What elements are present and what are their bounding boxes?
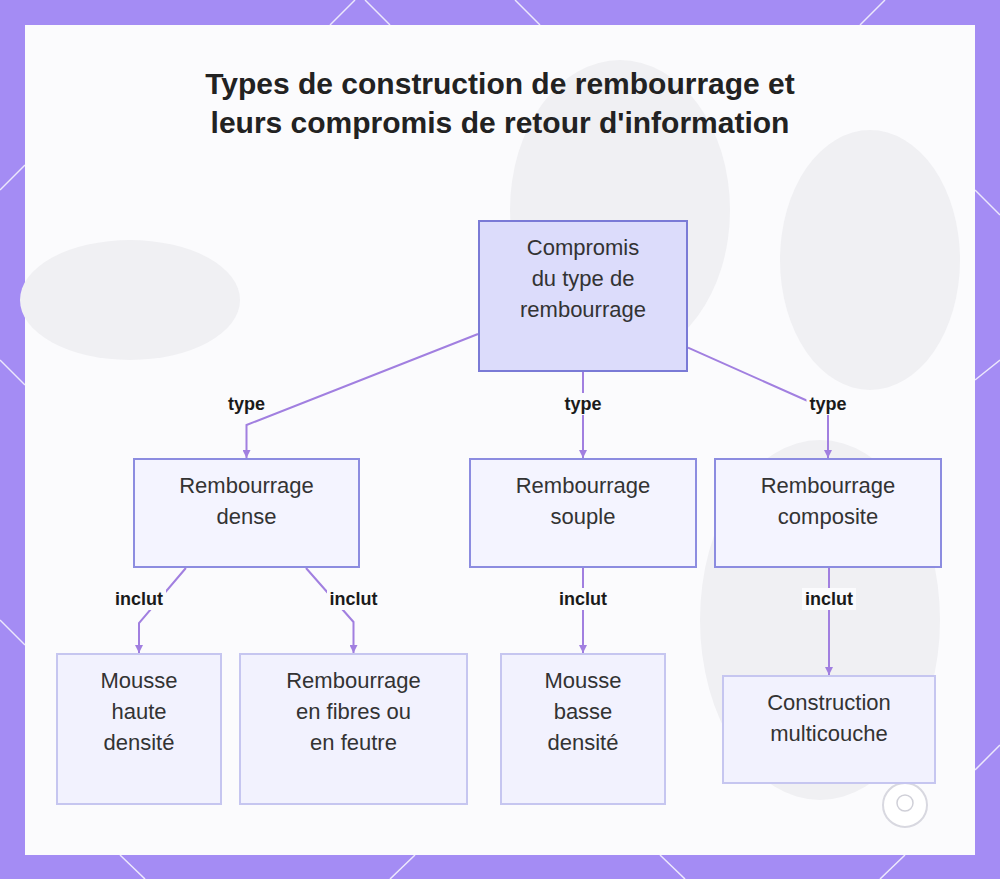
category-box: Rembourrage dense	[133, 458, 360, 568]
edge-label: inclut	[556, 588, 610, 610]
root-box: Compromis du type de rembourrage	[478, 220, 688, 372]
edge-label: inclut	[112, 588, 166, 610]
connector-arrow	[306, 568, 354, 653]
edge-label: type	[806, 393, 849, 415]
node-label: Rembourrage composite	[748, 470, 908, 532]
item-box: Construction multicouche	[722, 675, 936, 784]
category-box: Rembourrage composite	[714, 458, 942, 568]
edge-label: inclut	[802, 588, 856, 610]
node-text-block: Mousse haute densité	[89, 665, 189, 758]
edge-label: type	[561, 393, 604, 415]
logo-badge	[883, 783, 927, 827]
diagram-title: Types de construction de rembourrage et …	[180, 64, 820, 142]
node-label: Rembourrage dense	[167, 470, 327, 532]
node-label: Rembourrage en fibres ou en feutre	[284, 665, 424, 758]
connector-arrow	[828, 568, 830, 675]
item-box: Rembourrage en fibres ou en feutre	[239, 653, 468, 805]
node-text-block: Mousse basse densité	[533, 665, 633, 758]
node-text-block: Rembourrage souple	[503, 470, 663, 532]
logo-badge	[897, 795, 913, 811]
node-text-block: Construction multicouche	[754, 687, 904, 749]
node-text-block: Rembourrage composite	[748, 470, 908, 532]
edge-label: inclut	[327, 588, 381, 610]
category-box: Rembourrage souple	[469, 458, 697, 568]
background-blur	[20, 60, 960, 800]
node-text-block: Rembourrage dense	[167, 470, 327, 532]
connector-arrow	[139, 568, 186, 653]
item-box: Mousse haute densité	[56, 653, 222, 805]
node-label: Construction multicouche	[754, 687, 904, 749]
white-panel	[25, 25, 975, 855]
node-label: Mousse basse densité	[533, 665, 633, 758]
node-text-block: Compromis du type de rembourrage	[516, 232, 651, 325]
connector-arrow	[247, 334, 479, 458]
node-label: Mousse haute densité	[89, 665, 189, 758]
node-label: Compromis du type de rembourrage	[516, 232, 651, 325]
node-label: Rembourrage souple	[503, 470, 663, 532]
connector-arrow	[582, 568, 584, 653]
edge-label: type	[225, 393, 268, 415]
node-text-block: Rembourrage en fibres ou en feutre	[284, 665, 424, 758]
connector-arrow	[582, 372, 584, 458]
item-box: Mousse basse densité	[500, 653, 666, 805]
